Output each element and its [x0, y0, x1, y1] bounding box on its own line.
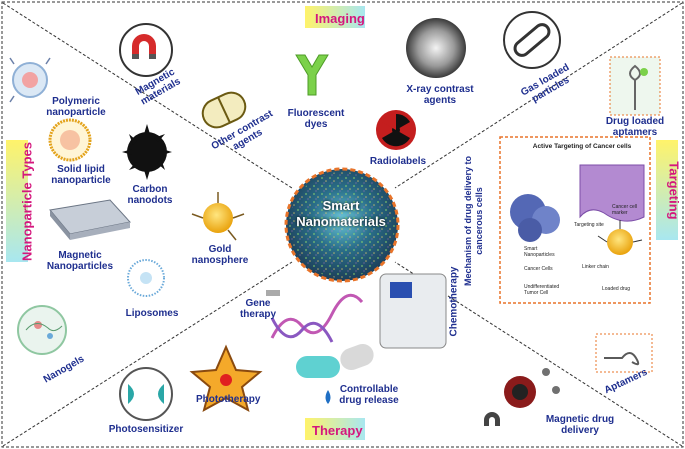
chemotherapy-device-icon	[379, 273, 447, 349]
carbon-nanodot-icon	[122, 124, 172, 180]
gas-capsule-icon	[503, 11, 561, 69]
dna-helix-icon	[270, 293, 364, 343]
label-loaded-drug: Loaded drug	[602, 286, 631, 292]
capsule-contrast-icon	[201, 91, 247, 129]
therapy-label-bg	[305, 418, 365, 440]
drug-loaded-aptamer-icon	[609, 56, 661, 116]
label-carbon-nanodots: Carbon nanodots	[127, 184, 173, 206]
label-magnetic-drug-delivery: Magnetic drug delivery	[545, 414, 615, 436]
divider-br	[394, 261, 683, 447]
gold-nanosphere-icon	[191, 192, 245, 241]
label-gene-therapy: Gene therapy	[239, 298, 277, 320]
divider-tr	[394, 2, 683, 189]
nanoparticle-label-bg	[6, 140, 28, 262]
label-cancer-cell-marker: Cancer cell marker	[612, 204, 638, 216]
label-liposomes: Liposomes	[125, 308, 179, 319]
divider-bl	[2, 261, 293, 447]
label-photosensitizer: Photosensitizer	[108, 424, 184, 435]
y-shape-dye-icon	[295, 54, 329, 96]
label-mechanism: Mechanism of drug delivery to cancerous …	[463, 155, 484, 287]
targeting-panel-title: Active Targeting of Cancer cells	[532, 143, 632, 150]
magnetic-nanoparticles-icon	[49, 199, 131, 240]
category-therapy: Therapy	[312, 423, 363, 438]
aptamer-icon	[595, 333, 653, 373]
photosensitizer-icon	[119, 367, 173, 421]
label-polymeric-nanoparticle: Polymeric nanoparticle	[46, 96, 106, 118]
category-nanoparticle-types: Nanoparticle Types	[19, 142, 35, 261]
label-undifferentiated: Undifferentiated Tumor Cell	[524, 284, 560, 296]
label-gold-nanosphere: Gold nanosphere	[191, 244, 249, 266]
targeted-nanoparticle-icon	[597, 220, 643, 255]
sphere-sparkle	[289, 172, 395, 278]
polymeric-nanoparticle-icon	[9, 57, 51, 103]
label-xray-contrast-agents: X-ray contrast agents	[406, 84, 474, 106]
label-smart-nanoparticles: Smart Nanoparticles	[524, 246, 555, 258]
label-linker-chain: Linker chain	[582, 264, 609, 270]
tissue-membrane-icon	[579, 164, 645, 222]
magnet-icon	[119, 23, 173, 77]
cancer-cell-cluster-icon	[510, 194, 560, 242]
label-chemotherapy: Chemotherapy	[448, 266, 460, 337]
divider-tl	[2, 2, 293, 189]
label-drug-loaded-aptamers: Drug loaded aptamers	[605, 116, 665, 138]
center-title-line1: Smart	[322, 198, 360, 213]
label-solid-lipid-nanoparticle: Solid lipid nanoparticle	[51, 164, 111, 186]
label-phototherapy: Phototherapy	[196, 394, 261, 405]
liposome-icon	[127, 259, 165, 297]
controllable-release-capsule-icon	[296, 343, 374, 404]
category-imaging: Imaging	[315, 11, 365, 26]
label-fluorescent-dyes: Fluorescent dyes	[287, 108, 345, 130]
nanogel-icon	[17, 305, 67, 355]
radiation-icon	[376, 110, 416, 150]
phototherapy-star-icon	[189, 344, 263, 412]
magnetic-drug-delivery-icon	[484, 368, 560, 426]
center-title-line2: Nanomaterials	[296, 214, 386, 229]
center-title: Smart Nanomaterials	[282, 198, 400, 230]
syringe-icon	[266, 290, 280, 296]
label-magnetic-nanoparticles: Magnetic Nanoparticles	[46, 250, 114, 272]
label-controllable-drug-release: Controllable drug release	[339, 384, 399, 406]
targeting-label-bg	[656, 140, 678, 240]
label-targeting-site: Targeting site	[574, 222, 604, 228]
solid-lipid-nanoparticle-icon	[48, 118, 92, 162]
label-cancer-cells: Cancer Cells	[524, 266, 553, 272]
category-targeting: Targeting	[666, 161, 682, 220]
label-radiolabels: Radiolabels	[369, 156, 427, 167]
imaging-label-bg	[305, 6, 365, 28]
xray-icon	[406, 18, 466, 78]
